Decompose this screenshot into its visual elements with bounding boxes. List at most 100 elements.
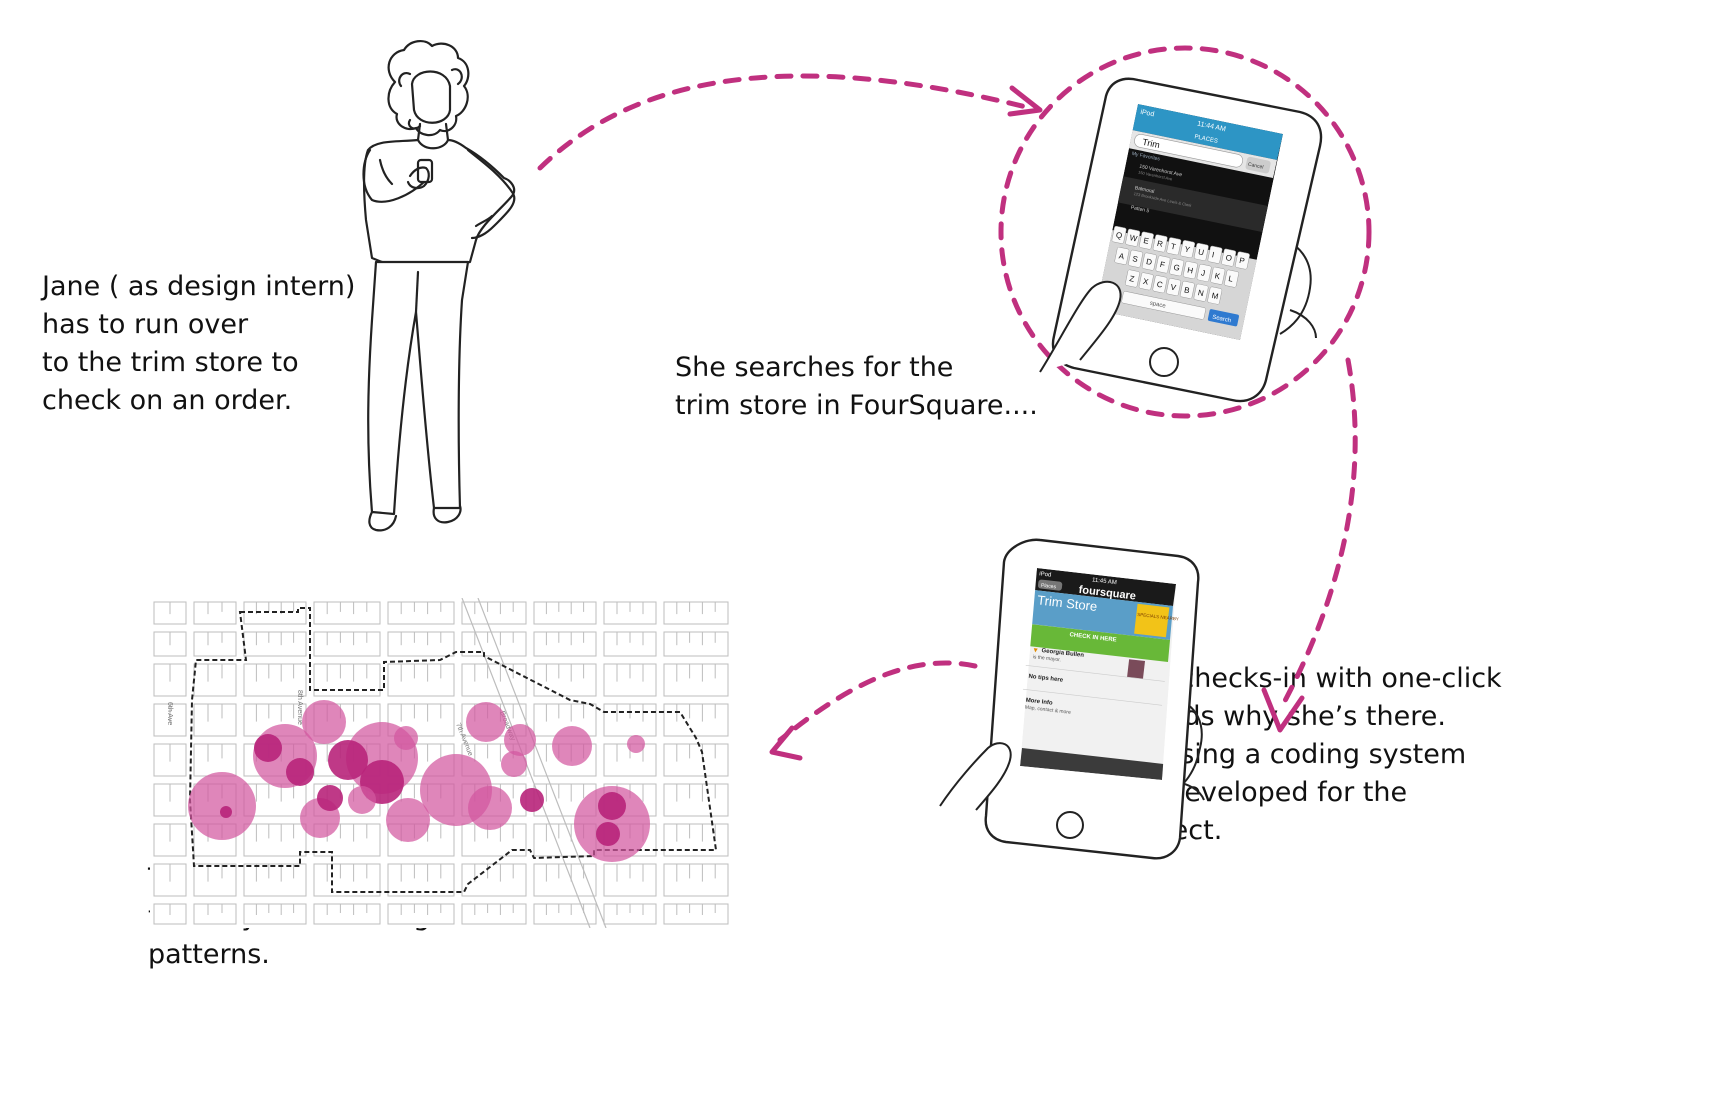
tips-text: No tips here [1028, 674, 1064, 684]
caption-jane: Jane ( as design intern) has to run over… [42, 271, 356, 416]
map-block [663, 631, 729, 657]
keyboard-key [1139, 231, 1154, 250]
cluster-bubble [317, 785, 343, 811]
map-block [243, 823, 307, 857]
cluster-bubble [394, 726, 418, 750]
keyboard-key-label: K [1214, 271, 1222, 281]
keyboard-key [1193, 283, 1209, 302]
map-block [387, 863, 455, 897]
cluster-bubble [386, 798, 430, 842]
keyboard-key-label: C [1156, 280, 1164, 290]
keyboard-key-label: F [1159, 260, 1166, 270]
keyboard-key [1138, 272, 1154, 291]
phone-icon: iPod 11:45 AM Places foursquare Trim Sto… [939, 538, 1205, 860]
map-block [387, 631, 455, 657]
phone-icon: iPod 11:44 AM PLACES Trim Cancel My Favo… [1039, 77, 1323, 403]
cluster-bubble [220, 806, 232, 818]
map-block [387, 903, 455, 925]
dashed-arrow-icon [537, 45, 1372, 743]
keyboard-key [1207, 286, 1223, 305]
keyboard-key-label: G [1173, 263, 1181, 273]
map-block [663, 823, 729, 857]
space-key: space [1149, 301, 1167, 310]
status-time: 11:45 AM [1092, 577, 1117, 586]
map-block [313, 863, 381, 897]
keyboard-key-label: X [1142, 277, 1150, 287]
venue-name: Trim Store [1036, 592, 1098, 614]
status-carrier: iPod [1140, 109, 1155, 119]
map-block [663, 601, 729, 625]
status-carrier: iPod [1039, 571, 1052, 578]
cancel-button: Cancel [1247, 162, 1263, 171]
keyboard-key [1114, 246, 1130, 265]
keyboard-key [1169, 258, 1185, 277]
map-block [313, 601, 381, 625]
map-block [663, 663, 729, 697]
space-key-bg [1121, 291, 1206, 320]
map-block [387, 663, 455, 697]
map-block [533, 663, 597, 697]
map-block [313, 663, 381, 697]
keyboard-key-label: E [1143, 236, 1150, 246]
keyboard-key-label: T [1170, 242, 1177, 252]
more-info: More Info [1025, 698, 1053, 707]
arrowhead-icon [769, 85, 1305, 761]
map-block [533, 601, 597, 625]
cluster-bubble [468, 786, 512, 830]
screen-header: PLACES [1194, 134, 1218, 145]
keyboard-key-label: I [1211, 250, 1215, 259]
keyboard-key [1207, 245, 1223, 264]
cluster-map: 7th Avenue Broadway 8th Avenue 6th Ave [150, 598, 732, 928]
keyboard-key-label: A [1118, 251, 1126, 261]
search-query: Trim [1141, 137, 1160, 150]
map-block [663, 703, 729, 737]
cluster-bubble [302, 700, 346, 744]
cluster-bubble [466, 702, 506, 742]
map-block [243, 903, 307, 925]
cluster-bubble [504, 724, 536, 756]
keyboard-key [1128, 249, 1143, 268]
keyboard-key-label: P [1238, 256, 1245, 266]
cluster-bubble [188, 772, 256, 840]
keyboard-key [1125, 269, 1140, 288]
back-button: Places [1041, 583, 1057, 591]
keyboard-key [1166, 237, 1182, 256]
keyboard-key-label: Z [1129, 274, 1136, 284]
keyboard-key [1155, 255, 1171, 274]
keyboard-key [1166, 278, 1182, 296]
keyboard-key-label: S [1132, 254, 1139, 264]
cluster-bubble [286, 758, 314, 786]
keyboard-key [1141, 252, 1157, 271]
keyboard-key-label: L [1228, 274, 1235, 284]
keyboard-key-label: Y [1184, 245, 1192, 255]
keyboard-key [1152, 234, 1168, 253]
cluster-bubble [254, 734, 282, 762]
cluster-bubble [348, 786, 376, 814]
keyboard-key [1210, 266, 1226, 285]
keyboard-key [1111, 225, 1127, 244]
map-block [533, 631, 597, 657]
map-block [663, 903, 729, 925]
street-label: 8th Avenue [296, 690, 303, 725]
caption-search: She searches for the trim store in FourS… [675, 352, 1038, 421]
keyboard-key-label: J [1200, 268, 1206, 278]
keyboard-key [1152, 275, 1168, 294]
cluster-bubble [520, 788, 544, 812]
keyboard-key [1221, 248, 1237, 267]
result-name: Patten 5 [1130, 205, 1150, 215]
keyboard-key-label: N [1197, 288, 1205, 298]
cluster-bubble [552, 726, 592, 766]
section-title: My Favorites [1131, 151, 1161, 163]
cluster-bubble [501, 751, 527, 777]
map-block [461, 631, 527, 657]
map-block [243, 663, 307, 697]
keyboard-key [1179, 280, 1195, 299]
mayor-text: is the mayor. [1032, 654, 1061, 663]
more-detail: Map, contact & more [1025, 705, 1072, 716]
cluster-bubble [627, 735, 645, 753]
map-block [193, 863, 237, 897]
keyboard-key [1196, 263, 1212, 282]
map-block [193, 631, 237, 657]
